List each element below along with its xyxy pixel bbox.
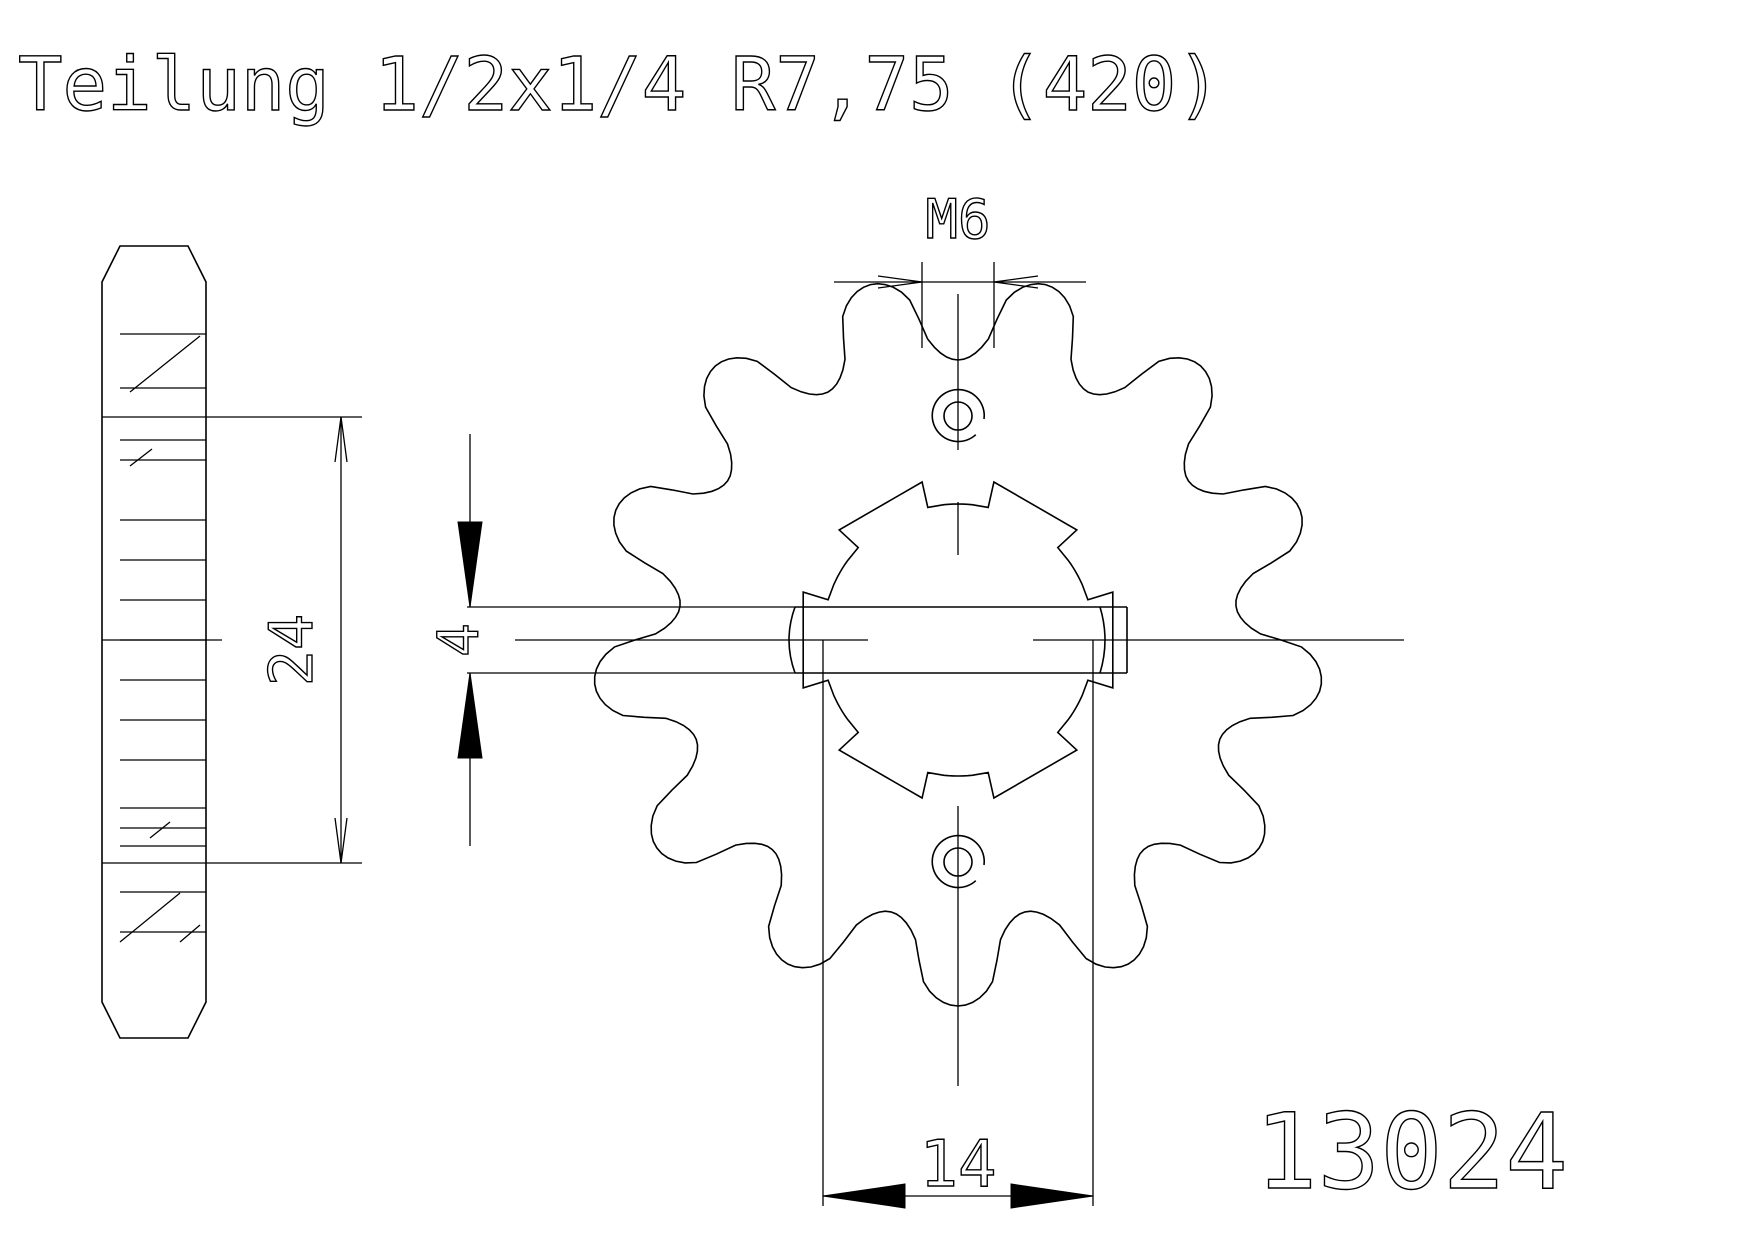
width-dimension-label: 14	[919, 1128, 996, 1202]
part-number: 13024	[1255, 1091, 1568, 1213]
keyway-dimension-label: 4	[427, 623, 492, 657]
side-view-outline	[101, 245, 207, 1039]
spline-hole	[802, 480, 1114, 800]
side-view-tooth-lines	[120, 333, 206, 933]
height-dimension-label: 24	[257, 614, 327, 686]
thread-dimension-label: M6	[925, 188, 990, 251]
front-view: M6 4 14	[426, 187, 1404, 1209]
side-view: 24	[101, 245, 362, 1039]
drawing-title: Teilung 1/2x1/4 R7,75 (420)	[18, 42, 1221, 128]
